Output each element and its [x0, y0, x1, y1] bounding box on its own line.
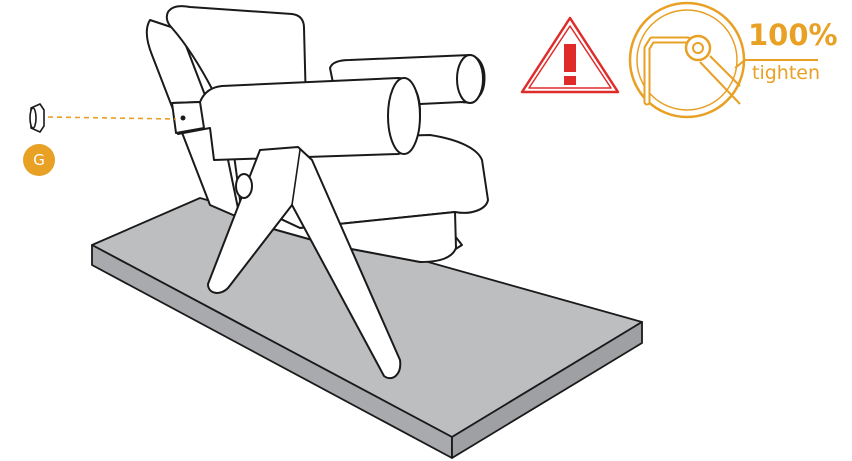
frame-hub	[236, 174, 252, 198]
bolt-hole	[181, 116, 186, 121]
tighten-label: tighten	[752, 62, 820, 84]
warning-icon	[522, 18, 618, 92]
armrest-front-roll-end	[388, 78, 420, 154]
part-g-label: G	[23, 144, 55, 176]
insertion-guide-line	[48, 117, 176, 119]
bolt-cap-face	[30, 108, 36, 128]
armrest-back-roll-end	[457, 55, 483, 103]
tighten-percent: 100%	[748, 18, 838, 52]
armrest-bracket	[172, 102, 204, 133]
